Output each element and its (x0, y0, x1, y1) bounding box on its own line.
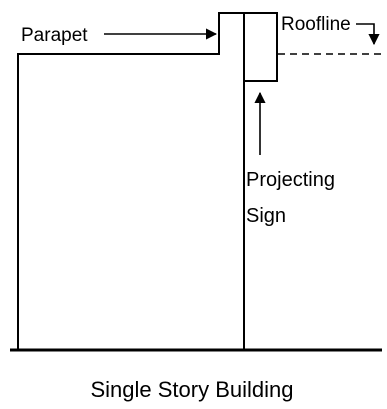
projecting-sign-label-line2: Sign (246, 205, 286, 227)
projecting-sign-label-line1: Projecting (246, 169, 335, 191)
roofline-arrow (356, 23, 380, 46)
projecting-sign-box (243, 12, 278, 82)
parapet-label: Parapet (21, 25, 88, 46)
roofline-label: Roofline (281, 14, 351, 35)
building-outline (17, 12, 245, 350)
diagram-caption: Single Story Building (90, 377, 293, 402)
